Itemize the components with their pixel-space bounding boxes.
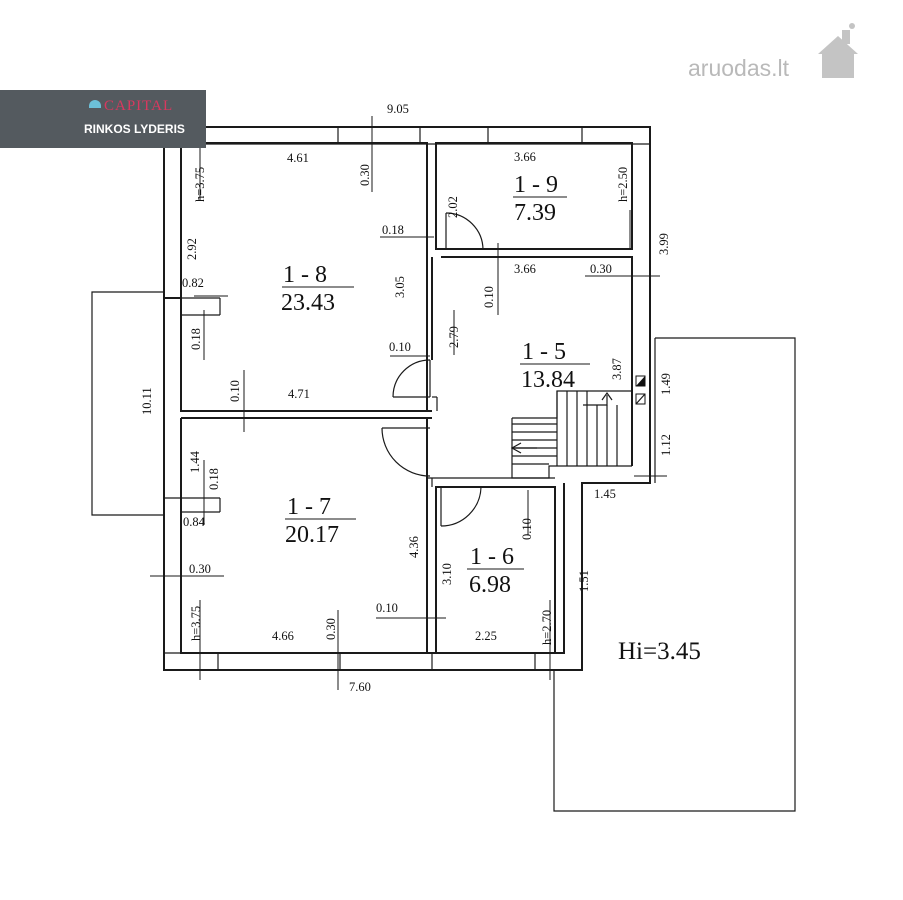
- utility-symbols: [635, 375, 646, 405]
- dim-r18-side-018: 0.18: [189, 328, 203, 350]
- room-id: 1 - 7: [287, 494, 331, 520]
- crown-icon: [89, 100, 101, 108]
- outdoor-height-label: Hi=3.45: [618, 638, 701, 665]
- dim-r18-left-292: 2.92: [185, 238, 199, 260]
- dim-left-1011: 10.11: [140, 387, 154, 415]
- dim-right-112: 1.12: [659, 434, 673, 456]
- dimension-labels: 9.05 4.61 0.18 0.82 0.10 4.71 3.66 0.30 …: [182, 102, 616, 694]
- room-area: 7.39: [514, 200, 556, 226]
- room-1-7: 1 - 7 20.17: [285, 494, 356, 548]
- dim-r17-018: 0.18: [207, 468, 221, 490]
- dim-r19-height-mark: h=2.50: [616, 167, 630, 202]
- dim-r15-height-279: 2.79: [447, 326, 461, 348]
- dim-r15-010: 0.10: [482, 286, 496, 308]
- dim-r17-084: 0.84: [183, 515, 206, 529]
- dim-r18-width-bottom: 4.71: [288, 387, 310, 401]
- watermark: aruodas.lt: [688, 23, 858, 81]
- dim-r19-width: 3.66: [514, 150, 536, 164]
- dim-r18-height-mark: h=3.75: [193, 167, 207, 202]
- dim-r15-030: 0.30: [590, 262, 612, 276]
- watermark-text: aruodas.lt: [688, 55, 790, 81]
- dim-r17-width: 4.66: [272, 629, 294, 643]
- dimension-labels-vertical: h=3.75 0.30 2.92 0.18 3.05 0.10 h=2.50 2…: [140, 164, 673, 645]
- dim-r18-030: 0.30: [358, 164, 372, 186]
- dim-r18-018: 0.18: [382, 223, 404, 237]
- door-swing-1-6: [440, 486, 482, 527]
- dim-right-149: 1.49: [659, 373, 673, 395]
- dim-r17-144: 1.44: [188, 450, 202, 473]
- dim-step-145: 1.45: [594, 487, 616, 501]
- doors: [381, 212, 484, 527]
- room-area: 13.84: [521, 367, 575, 393]
- dim-overall-width-top: 9.05: [387, 102, 409, 116]
- door-swing-1-9: [445, 212, 484, 251]
- room-1-8: 1 - 8 23.43: [281, 262, 354, 316]
- right-terrace: [553, 337, 796, 812]
- room-id: 1 - 8: [283, 262, 327, 288]
- dim-r16-height-310: 3.10: [440, 563, 454, 585]
- room-id: 1 - 9: [514, 172, 558, 198]
- dim-r17-height-436: 4.36: [407, 536, 421, 558]
- dim-overall-width-bottom: 7.60: [349, 680, 371, 694]
- door-swing-1-7: [381, 427, 431, 477]
- door-swing-1-8: [392, 359, 431, 398]
- dim-r15-height-387: 3.87: [610, 358, 624, 380]
- dim-r17-height-mark: h=3.75: [189, 606, 203, 641]
- dim-r17-030: 0.30: [189, 562, 211, 576]
- dim-r18-010-bottom: 0.10: [228, 380, 242, 402]
- room-id: 1 - 5: [522, 339, 566, 365]
- room-1-6: 1 - 6 6.98: [467, 544, 524, 598]
- dimension-lines: [150, 116, 667, 690]
- agency-name: CAPITAL: [104, 98, 174, 114]
- agency-tagline: RINKOS LYDERIS: [84, 122, 185, 136]
- dim-r19-door-202: 2.02: [446, 196, 460, 218]
- dim-r16-010: 0.10: [520, 518, 534, 540]
- agency-logo-banner: CAPITAL RINKOS LYDERIS: [0, 90, 206, 148]
- dim-r15-width: 3.66: [514, 262, 536, 276]
- dim-right-151: 1.51: [577, 570, 591, 592]
- left-balcony: [91, 291, 164, 516]
- room-id: 1 - 6: [470, 544, 514, 570]
- room-area: 23.43: [281, 290, 335, 316]
- dim-r16-height-mark: h=2.70: [540, 610, 554, 645]
- dim-right-399: 3.99: [657, 233, 671, 255]
- dim-r18-width-top: 4.61: [287, 151, 309, 165]
- dim-r18-010-door: 0.10: [389, 340, 411, 354]
- dim-r17-010: 0.10: [376, 601, 398, 615]
- watermark-house-icon: [818, 23, 858, 78]
- room-1-9: 1 - 9 7.39: [513, 172, 567, 226]
- dim-r16-width: 2.25: [475, 629, 497, 643]
- room-area: 6.98: [469, 572, 511, 598]
- room-area: 20.17: [285, 522, 339, 548]
- dim-r17-030-bottom: 0.30: [324, 618, 338, 640]
- dim-r18-height-305: 3.05: [393, 276, 407, 298]
- dim-r18-082: 0.82: [182, 276, 204, 290]
- interior-walls: [180, 142, 633, 654]
- room-1-5: 1 - 5 13.84: [520, 339, 590, 393]
- staircase: [510, 390, 633, 479]
